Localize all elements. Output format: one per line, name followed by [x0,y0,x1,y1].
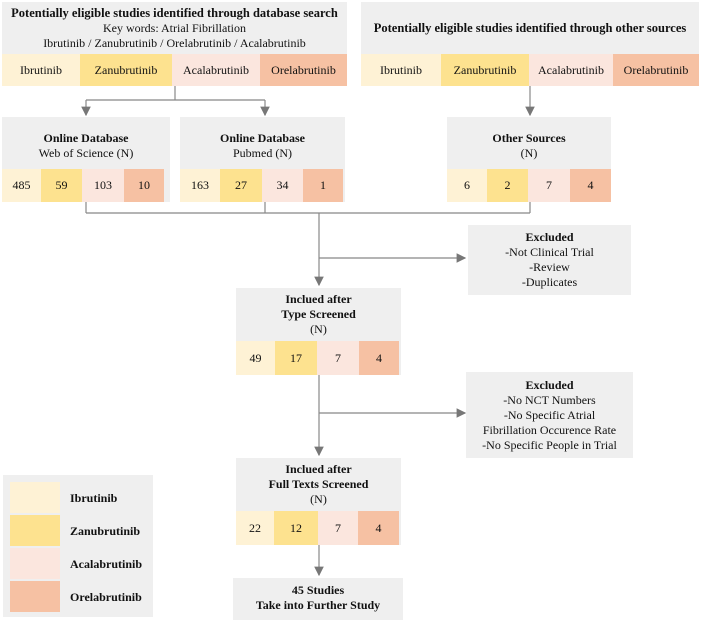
type-value-ibrutinib: 49 [236,341,275,375]
excluded1-title: Excluded [525,230,574,244]
legend-label-zanubrutinib: Zanubrutinib [70,524,141,538]
database-search-drug-row: Ibrutinib Zanubrutinib Acalabrutinib Ore… [2,54,347,86]
pubmed-subtitle: Pubmed (N) [233,146,292,160]
excluded-box-1: Excluded -Not Clinical Trial -Review -Du… [468,225,631,295]
excluded2-line: -No Specific Atrial [503,408,596,422]
pubmed-value-acalabrutinib: 34 [262,169,303,202]
db-cell-ibrutinib: Ibrutinib [2,54,80,86]
type-screened-title2: Type Screened [281,307,356,321]
full-value-ibrutinib: 22 [236,511,274,545]
type-screened-subtitle: (N) [310,322,327,336]
wos-subtitle: Web of Science (N) [38,146,134,160]
excluded2-line: -No Specific People in Trial [482,438,617,452]
excluded1-line: -Review [529,260,570,274]
legend-label-orelabrutinib: Orelabrutinib [70,590,142,604]
pubmed-value-zanubrutinib: 27 [220,169,262,202]
wos-value-zanubrutinib: 59 [41,169,82,202]
other-cell-acalabrutinib: Acalabrutinib [529,54,613,86]
wos-value-acalabrutinib: 103 [82,169,124,202]
final-line2: Take into Further Study [255,598,381,612]
legend-swatch-ibrutinib [10,482,60,513]
pubmed-title: Online Database [219,131,305,145]
pubmed-value-orelabrutinib: 1 [303,169,343,202]
wos-values-row: 485 59 103 10 [2,169,164,202]
pubmed-value-ibrutinib: 163 [180,169,220,202]
excluded1-line: -Duplicates [521,275,578,289]
type-value-zanubrutinib: 17 [275,341,317,375]
other-cell-zanubrutinib: Zanubrutinib [441,54,529,86]
wos-value-ibrutinib: 485 [2,169,41,202]
other-sources-drug-row: Ibrutinib Zanubrutinib Acalabrutinib Ore… [361,54,699,86]
excluded-box-2: Excluded -No NCT Numbers -No Specific At… [466,372,633,458]
type-value-orelabrutinib: 4 [359,341,399,375]
pubmed-values-row: 163 27 34 1 [180,169,343,202]
other-subtitle: (N) [520,146,538,160]
type-value-acalabrutinib: 7 [317,341,359,375]
other-cell-ibrutinib: Ibrutinib [361,54,441,86]
other-cell-orelabrutinib: Orelabrutinib [613,54,699,86]
full-value-orelabrutinib: 4 [358,511,399,545]
legend-swatch-acalabrutinib [10,548,60,579]
full-texts-title2: Full Texts Screened [268,477,369,491]
other-value-acalabrutinib: 7 [528,169,570,202]
other-value-zanubrutinib: 2 [487,169,528,202]
database-search-drugs: Ibrutinib / Zanubrutinib / Orelabrutinib… [43,36,306,50]
type-screened-values-row: 49 17 7 4 [236,341,399,375]
wos-value-orelabrutinib: 10 [124,169,164,202]
legend-swatch-orelabrutinib [10,581,60,612]
excluded2-line: Fibrillation Occurence Rate [482,423,617,437]
legend-label-acalabrutinib: Acalabrutinib [70,557,143,571]
legend-label-ibrutinib: Ibrutinib [70,491,118,505]
final-box: 45 Studies Take into Further Study [233,578,403,620]
final-line1: 45 Studies [291,583,345,597]
other-values-row: 6 2 7 4 [447,169,611,202]
other-value-orelabrutinib: 4 [570,169,611,202]
full-texts-subtitle: (N) [310,492,327,506]
full-value-acalabrutinib: 7 [318,511,358,545]
other-value-ibrutinib: 6 [447,169,487,202]
db-cell-orelabrutinib: Orelabrutinib [260,54,347,86]
other-title: Other Sources [492,131,566,145]
legend-swatch-zanubrutinib [10,515,60,546]
database-search-keywords: Key words: Atrial Fibrillation [103,21,246,35]
full-value-zanubrutinib: 12 [274,511,318,545]
excluded1-line: -Not Clinical Trial [505,245,594,259]
type-screened-title1: Inclued after [285,292,352,306]
database-search-title: Potentially eligible studies identified … [11,6,338,20]
excluded2-title: Excluded [525,378,574,392]
other-sources-title: Potentially eligible studies identified … [373,21,687,35]
wos-title: Online Database [43,131,129,145]
db-cell-acalabrutinib: Acalabrutinib [172,54,260,86]
db-cell-zanubrutinib: Zanubrutinib [80,54,172,86]
excluded2-line: -No NCT Numbers [503,393,596,407]
full-texts-values-row: 22 12 7 4 [236,511,399,545]
full-texts-title1: Inclued after [285,462,352,476]
